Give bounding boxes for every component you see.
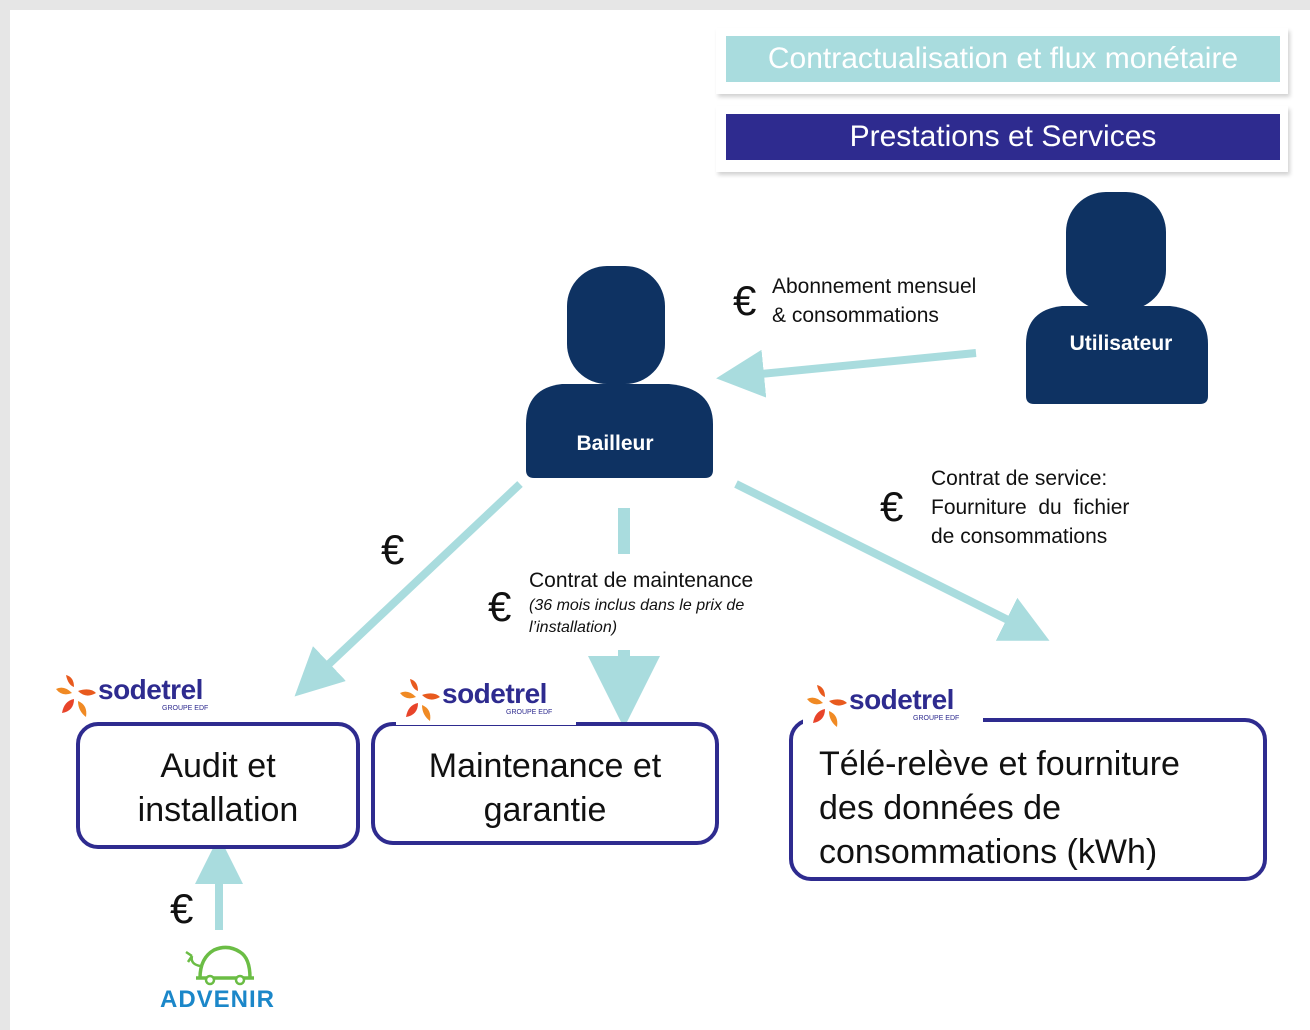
euro-advenir: € [170,885,194,932]
box-audit-line-1: Audit et [160,747,276,785]
euro-service-contract: € [880,483,904,530]
sodetrel-logo-sub: GROUPE EDF [913,715,960,722]
box-maintenance-text: Maintenance et garantie [375,744,715,832]
box-telereleve-line-1: Télé-relève et fourniture [819,745,1180,783]
sodetrel-logo-word: sodetrel [98,674,203,705]
sodetrel-flower-icon [400,679,440,721]
box-telereleve-text: Télé-relève et fourniture des données de… [819,742,1180,874]
legend-services-label: Prestations et Services [726,114,1280,160]
maintenance-note-line-1: (36 mois inclus dans le prix de [529,597,745,614]
box-maintenance-line-1: Maintenance et [428,747,662,785]
sodetrel-logo-telereleve: sodetrel GROUPE EDF [803,683,983,731]
legend-money-flow: Contractualisation et flux monétaire [716,28,1288,94]
maintenance-contract-note: Contrat de maintenance (36 mois inclus d… [529,566,753,639]
bailleur-person-icon [526,266,713,478]
sodetrel-flower-icon [56,675,96,717]
service-contract-note: Contrat de service: Fourniture du fichie… [931,464,1161,551]
arrow-bailleur-to-telereleve [734,480,1050,641]
legend-money-label: Contractualisation et flux monétaire [726,36,1280,82]
euro-subscription: € [733,277,757,324]
arrow-utilisateur-to-bailleur [716,349,977,398]
euro-audit: € [381,526,405,573]
box-telereleve-line-3: consommations (kWh) [819,833,1158,871]
box-maintenance-garantie: Maintenance et garantie [371,722,719,845]
sodetrel-logo-word: sodetrel [849,684,954,715]
utilisateur-label: Utilisateur [1069,332,1173,355]
arrow-bailleur-to-audit [294,481,523,697]
sodetrel-logo-audit: sodetrel GROUPE EDF [52,673,232,721]
sodetrel-logo-word: sodetrel [442,678,547,709]
service-contract-line-3: de consommations [931,525,1108,548]
subscription-line-1: Abonnement mensuel [772,275,977,298]
sodetrel-logo-sub: GROUPE EDF [162,705,209,712]
utilisateur-person-icon [1026,192,1208,404]
sodetrel-logo-maintenance: sodetrel GROUPE EDF [396,677,576,725]
box-audit-text: Audit et installation [80,744,356,832]
subscription-note: Abonnement mensuel & consommations [772,272,976,330]
sodetrel-logo-sub: GROUPE EDF [506,709,553,716]
bailleur-label: Bailleur [576,432,654,455]
advenir-logo-word: ADVENIR [160,986,276,1013]
service-contract-line-1: Contrat de service: [931,467,1108,490]
box-telereleve: Télé-relève et fourniture des données de… [789,718,1267,881]
sodetrel-flower-icon [807,685,847,727]
maintenance-note-line-2: l’installation) [529,619,618,636]
euro-maintenance: € [488,583,512,630]
box-telereleve-line-2: des données de [819,789,1061,827]
box-maintenance-line-2: garantie [483,791,607,829]
box-audit-line-2: installation [137,791,299,829]
service-contract-line-2: Fourniture du fichier [931,496,1130,519]
maintenance-contract-title: Contrat de maintenance [529,569,754,592]
subscription-line-2: & consommations [772,304,939,327]
box-audit-installation: Audit et installation [76,722,360,849]
legend-services: Prestations et Services [716,106,1288,172]
